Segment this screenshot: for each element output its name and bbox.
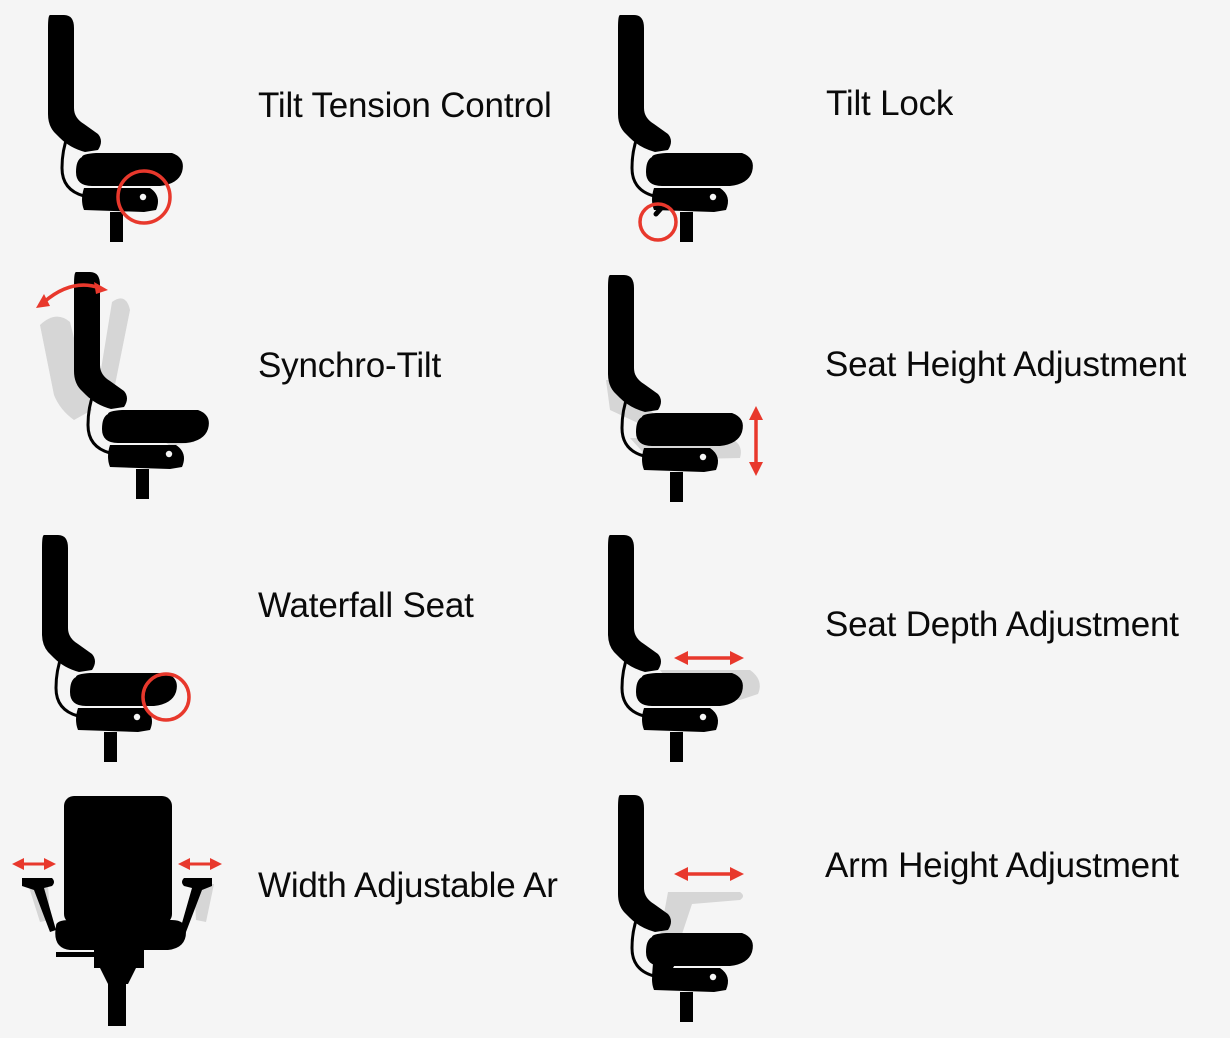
arrow-head-right [730,867,744,881]
arrow-head-up [749,406,763,420]
cylinder-cap [100,968,136,984]
arrow-head-right [210,858,222,870]
tilt-lock-icon [616,13,755,244]
arrow-head-right [94,282,108,294]
chair-side-view [40,533,179,764]
arm-height-icon [616,793,755,1024]
feature-label-arm-height-adjustment: Arm Height Adjustment [825,846,1179,885]
chair-side-view [606,533,745,764]
highlight-circle [116,169,172,225]
arrow-head-left [178,858,190,870]
seat-height-icon [606,273,763,504]
tilt-tension-icon [46,13,185,244]
chair-side-view [616,13,755,244]
synchro-tilt-icon [36,270,211,501]
seat-front [55,920,186,950]
feature-label-width-adjustable-arms: Width Adjustable Ar [258,866,558,905]
feature-label-seat-depth-adjustment: Seat Depth Adjustment [825,605,1179,644]
seat-depth-icon [606,533,760,764]
arrow-head-right [730,651,744,665]
arrow-head-right [44,858,56,870]
feature-label-seat-height-adjustment: Seat Height Adjustment [825,345,1187,384]
width-adjustable-arms-icon [12,796,222,1026]
feature-label-synchro-tilt: Synchro-Tilt [258,346,442,385]
ghost-backrest-back [40,316,92,420]
gas-cylinder [108,984,126,1026]
backrest-front [64,796,172,924]
feature-label-tilt-lock: Tilt Lock [826,84,954,123]
ghost-backrest-forward [96,298,130,400]
highlight-circle [141,672,191,722]
arrow-head-left [36,294,50,308]
feature-label-tilt-tension-control: Tilt Tension Control [258,86,552,125]
chair-side-view [46,13,185,244]
arm-left [22,878,56,932]
lever-left [56,952,94,957]
chair-side-view [72,270,211,501]
arm-right [180,878,212,932]
arrow-head-left [674,867,688,881]
arrow-head-down [749,462,763,476]
arrow-head-left [674,651,688,665]
waterfall-seat-icon [40,533,191,764]
feature-label-waterfall-seat: Waterfall Seat [258,586,474,625]
highlight-circle [638,202,678,242]
arm-lowered [652,940,723,980]
arrow-head-left [12,858,24,870]
seat-mechanism [94,950,144,968]
chair-side-view [606,273,745,504]
